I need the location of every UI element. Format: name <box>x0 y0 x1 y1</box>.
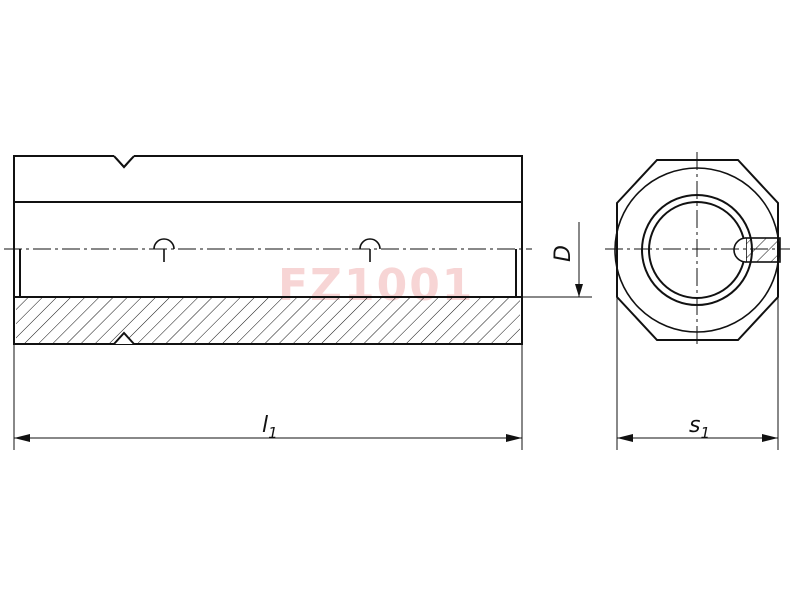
dimension-l1-symbol: l <box>262 413 268 438</box>
top-notch <box>113 155 135 169</box>
dimension-s1-symbol: s <box>689 413 700 438</box>
dimension-s1-label: s1 <box>689 413 710 442</box>
side-view <box>4 154 532 345</box>
length-dimension: l1 <box>13 344 523 450</box>
pin-section <box>745 237 781 263</box>
dimension-d-label: D <box>551 245 576 262</box>
dimension-l1-subscript: 1 <box>268 424 278 442</box>
sleeve-outline <box>13 155 523 345</box>
end-view <box>605 152 790 348</box>
pin-hole-2 <box>359 238 381 262</box>
diameter-dimension: D <box>522 222 592 298</box>
bottom-notch <box>113 331 135 345</box>
across-flats-dimension: s1 <box>616 297 779 450</box>
pin-hole-1 <box>153 238 175 262</box>
dimension-s1-subscript: 1 <box>700 424 710 442</box>
dimension-l1-label: l1 <box>262 413 278 442</box>
section-hatch <box>16 297 520 343</box>
